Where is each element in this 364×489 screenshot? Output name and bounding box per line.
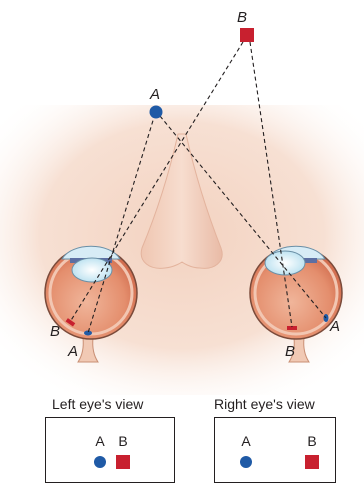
- binocular-vision-diagram: B A B A A B: [0, 0, 364, 395]
- right-view-title: Right eye's view: [214, 396, 315, 412]
- right-eye-label-b: B: [285, 343, 295, 360]
- left-eye-label-a: A: [67, 343, 78, 360]
- right-view-label-b: B: [307, 433, 316, 449]
- right-view-object-a: [240, 456, 252, 468]
- right-view-object-b: [305, 455, 319, 469]
- left-view-label-b: B: [118, 433, 127, 449]
- object-b-label: B: [237, 9, 247, 26]
- object-a-circle: [150, 106, 163, 119]
- left-view-object-b: [116, 455, 130, 469]
- right-view-panel: A B: [214, 417, 336, 483]
- left-eye-label-b: B: [50, 323, 60, 340]
- left-view-panel: A B: [45, 417, 175, 483]
- left-view-object-a: [94, 456, 106, 468]
- right-view-label-a: A: [241, 433, 250, 449]
- left-view-title: Left eye's view: [52, 396, 143, 412]
- right-eye-label-a: A: [329, 318, 340, 335]
- object-a-label: A: [149, 86, 160, 103]
- object-b-square: [240, 28, 254, 42]
- left-view-label-a: A: [95, 433, 104, 449]
- right-lens: [265, 251, 305, 275]
- left-lens: [72, 258, 112, 282]
